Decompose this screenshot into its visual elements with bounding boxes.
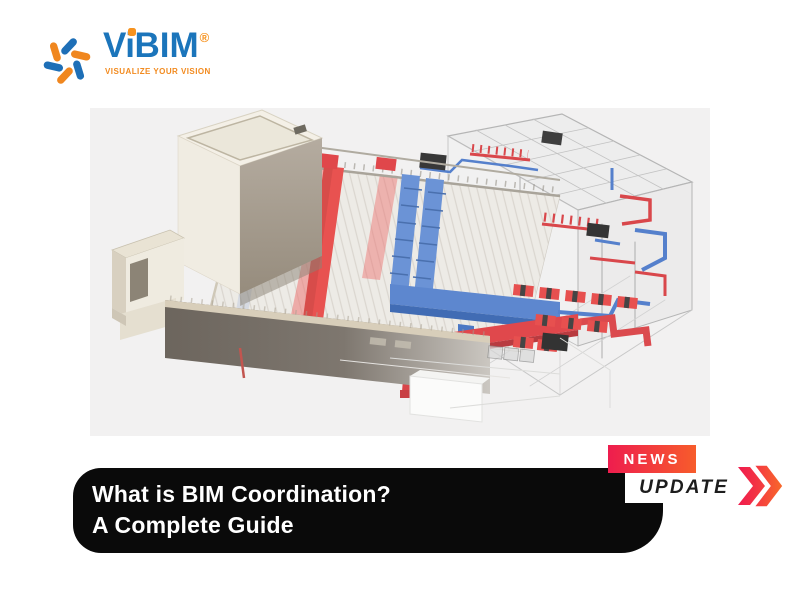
registered-trademark: ® <box>199 30 210 45</box>
bim-model-graphic <box>90 108 710 436</box>
fast-forward-chevron-icon <box>738 464 784 508</box>
news-label: NEWS <box>623 450 681 468</box>
update-label: UPDATE <box>639 476 729 498</box>
blue-ductwork <box>389 158 667 386</box>
article-title-line1: What is BIM Coordination? <box>92 481 391 507</box>
brand-name: ViBIM® <box>103 28 211 63</box>
update-label-box: UPDATE <box>625 472 739 503</box>
vibim-logo-icon <box>43 38 91 84</box>
left-wing <box>111 229 185 340</box>
ghost-structures <box>339 337 611 423</box>
news-label-box: NEWS <box>608 445 696 473</box>
logo-tagline: VISUALIZE YOUR VISION <box>105 67 211 76</box>
brand-bim: BIM <box>134 26 199 65</box>
bim-model-illustration <box>90 108 710 438</box>
ahu-equipment-boxes <box>419 130 610 352</box>
article-title-line2: A Complete Guide <box>92 512 294 538</box>
title-banner: What is BIM Coordination? A Complete Gui… <box>73 468 663 553</box>
i-dot <box>128 28 136 36</box>
front-facade <box>165 295 536 394</box>
fly-tower <box>176 109 561 306</box>
vibim-logo: ViBIM® VISUALIZE YOUR VISION <box>40 28 211 92</box>
